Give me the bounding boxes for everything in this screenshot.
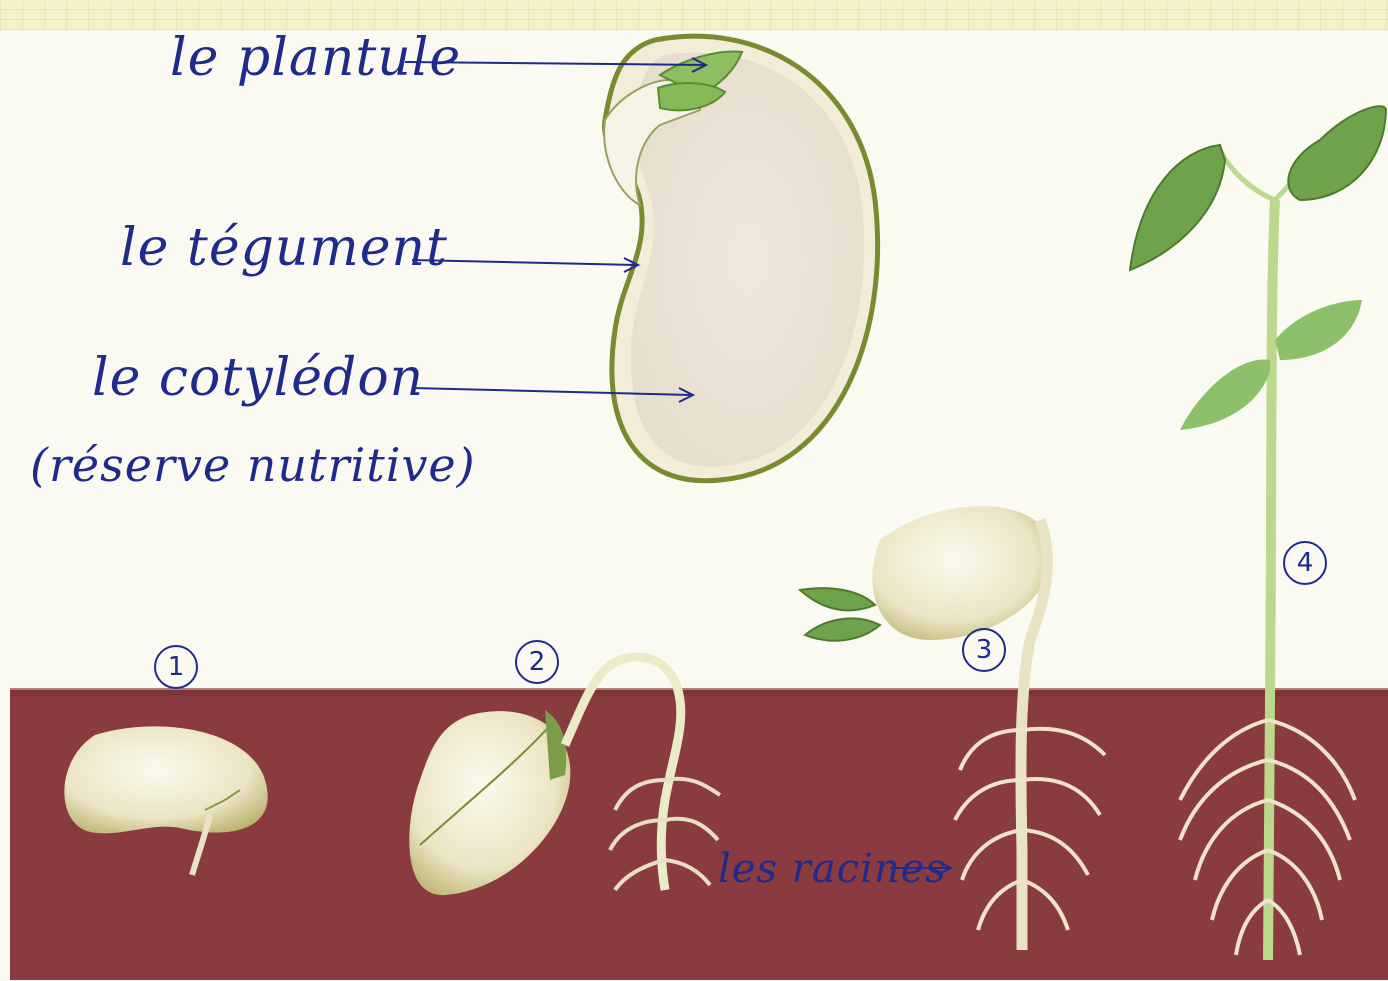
label-racines: les racines <box>718 846 947 892</box>
leaf-top-right <box>1288 106 1386 200</box>
label-plantule: le plantule <box>170 28 461 88</box>
stage-number-3: 3 <box>962 628 1006 672</box>
stage-number-4: 4 <box>1283 541 1327 585</box>
seed-cross-section <box>604 36 877 481</box>
leaf-mid-right <box>1275 300 1362 360</box>
leaf-top-left <box>1130 145 1225 270</box>
label-cotyledon: le cotylédon <box>92 348 424 408</box>
soil-top-edge <box>10 688 1388 696</box>
label-cotyledon-note: (réserve nutritive) <box>30 438 476 492</box>
stage-number-1: 1 <box>154 645 198 689</box>
stage-number-2: 2 <box>515 640 559 684</box>
label-tegument: le tégument <box>120 218 448 278</box>
leaf-mid-left <box>1180 360 1270 430</box>
